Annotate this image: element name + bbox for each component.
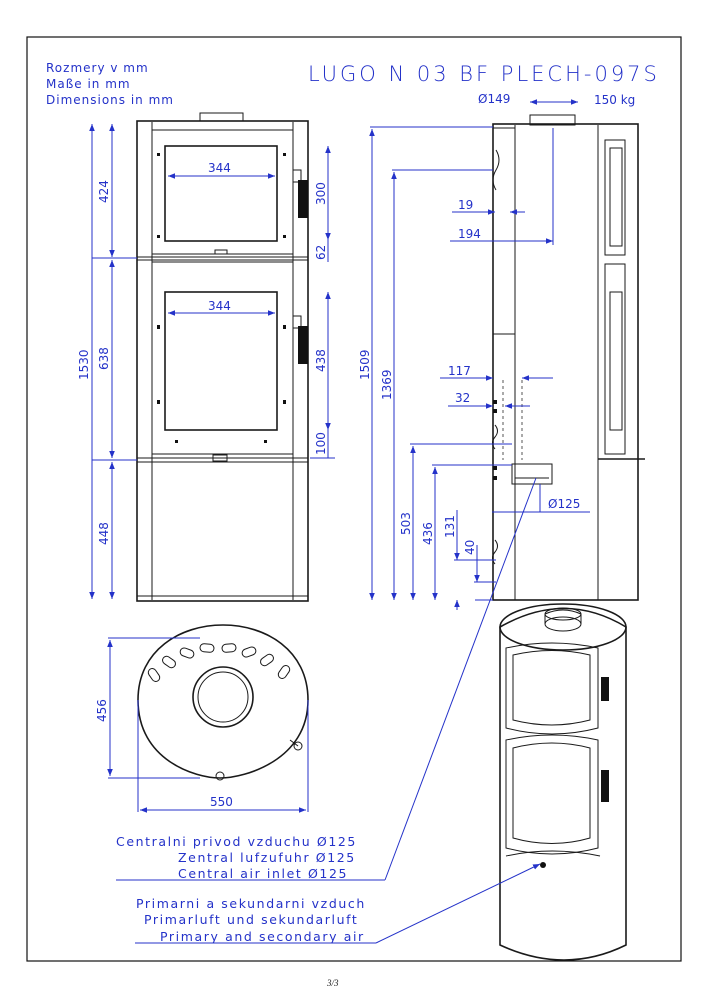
upper-door-handle-icon [298,180,308,218]
side-dimensions: 1509 1369 19 194 117 32 503 436 131 40 [358,126,590,610]
weight-label: 150 kg [594,93,635,107]
dim-lower-glass-height: 438 [314,349,328,372]
dim-upper-glass-width: 344 [208,161,231,175]
perspective-top-plate [499,603,627,651]
leader-primary-air [375,863,541,944]
perspective-flue-top [544,607,582,621]
front-upper-door [151,129,294,255]
side-lower-door-inner [609,291,623,431]
dim-air-inlet-diameter: Ø125 [548,497,580,511]
dim-upper-section: 424 [97,180,111,203]
note-central-de: Zentral lufzufuhr Ø125 [178,850,356,865]
front-dimensions: 1530 424 638 448 344 344 300 62 438 100 [77,124,335,599]
front-upper-door-latch [214,249,228,255]
dim-width: 550 [210,795,233,809]
side-back-panel [492,127,516,335]
dim-offset-194: 194 [458,227,481,241]
top-flue-inner [197,671,249,723]
note-central-en: Central air inlet Ø125 [178,866,348,881]
dim-height-436: 436 [421,522,435,545]
perspective-body [499,607,627,961]
side-upper-door-inner [609,147,623,247]
front-upper-glass [164,145,278,242]
dim-lower-glass-width: 344 [208,299,231,313]
note-primary-en: Primary and secondary air [160,929,365,944]
dim-total-height-side: 1509 [358,349,372,380]
note-primary-cz: Primarni a sekundarni vzduch [136,896,366,911]
lower-handle-mount [292,315,302,329]
perspective-base-line [505,850,601,857]
lower-door-handle-icon [298,326,308,364]
top-handle-knob [293,741,303,751]
side-upper-door-profile [604,139,626,256]
dim-offset-117: 117 [448,364,471,378]
dim-gap: 62 [314,245,328,260]
side-view [492,114,645,601]
top-flue-outer [192,666,254,728]
side-vent-squiggle [492,149,500,191]
perspective-lower-glass [512,742,591,844]
top-latch-knob [215,771,225,781]
page-number: 3/3 [326,978,339,988]
top-dimensions: 456 550 [95,637,309,813]
front-body-outline [136,120,309,602]
dim-inner-height: 1369 [380,369,394,400]
dim-height-503: 503 [399,512,413,535]
dim-height-40: 40 [463,540,477,555]
leader-central-air [384,477,537,881]
note-primary-de: Primarluft und sekundarluft [144,912,358,927]
front-flue-collar [199,112,244,122]
dim-middle-section: 638 [97,347,111,370]
dim-offset-32: 32 [455,391,470,405]
perspective-upper-handle-icon [601,677,609,701]
top-view [137,624,309,781]
front-lower-glass [164,291,278,431]
front-view [136,112,309,602]
front-lower-door-latch [212,454,228,462]
model-title: LUGO N 03 BF PLECH-097S [308,62,660,86]
dim-lower-section: 448 [97,522,111,545]
dim-offset-19: 19 [458,198,473,212]
dim-depth: 456 [95,699,109,722]
side-lower-door-profile [604,263,626,455]
sheet-frame [26,36,682,962]
perspective-upper-door [505,642,599,735]
perspective-air-knob [540,862,546,868]
side-air-channel [502,380,523,460]
side-body-outline [492,123,639,601]
side-vent-squiggle-2 [492,424,498,450]
side-flue-collar [529,114,576,126]
dim-upper-glass-height: 300 [314,182,328,205]
flue-diameter-label: Ø149 [478,92,510,106]
perspective-lower-handle-icon [601,770,609,802]
note-central-cz: Centralni privod vzduchu Ø125 [116,834,357,849]
side-air-inlet-box [511,463,553,485]
dim-bottom-gap: 100 [314,432,328,455]
dim-total-height-front: 1530 [77,349,91,380]
units-label-en: Dimensions in mm [46,93,174,107]
units-label-de: Maße in mm [46,77,131,91]
front-lower-door [151,261,294,455]
perspective-view [499,603,627,961]
dim-height-131: 131 [443,515,457,538]
upper-handle-mount [292,169,302,183]
top-handle-stem [289,739,299,747]
perspective-upper-glass [512,650,591,726]
units-label-cz: Rozmery v mm [46,61,149,75]
top-body-outline [137,624,309,779]
